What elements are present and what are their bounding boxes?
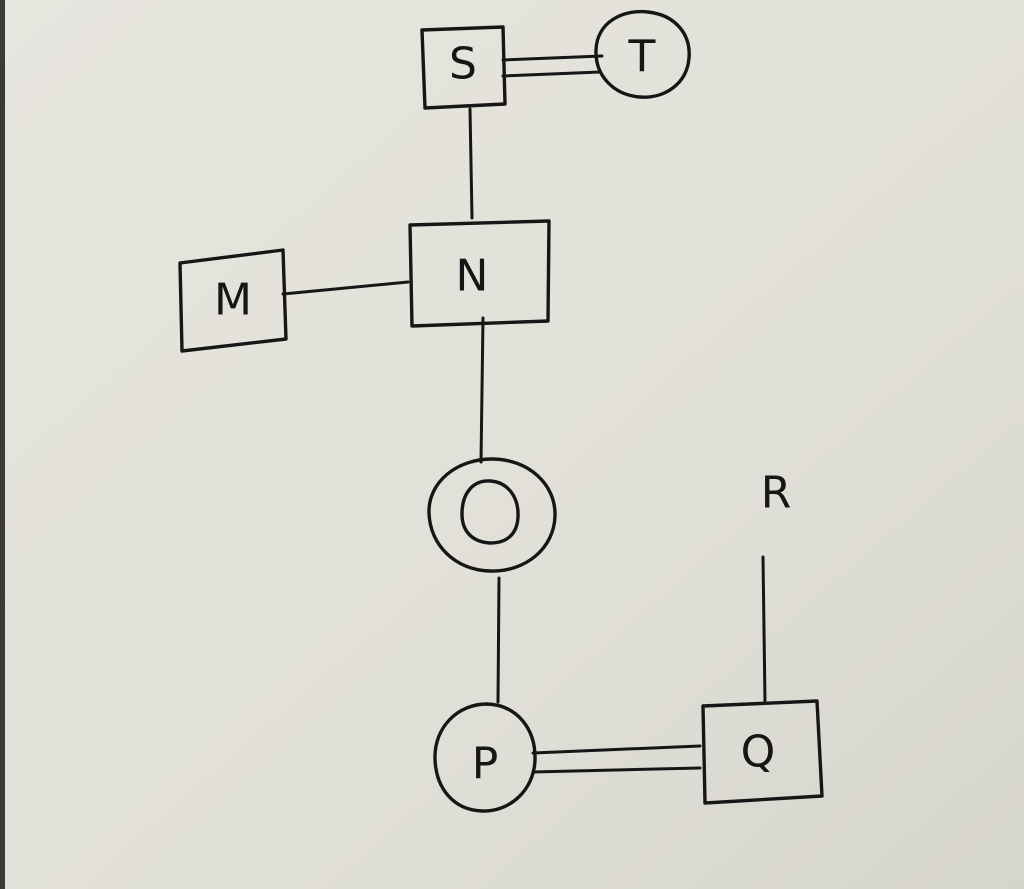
node-n: N (408, 219, 551, 328)
node-s-label: S (449, 39, 477, 90)
node-p-label: P (472, 739, 499, 790)
paper-edge-shadow (0, 0, 5, 889)
node-t-label: T (628, 32, 656, 83)
edge-n-o (479, 316, 485, 464)
node-o: O (427, 457, 557, 573)
edge-o-p (496, 576, 501, 704)
node-q-label: Q (741, 727, 776, 778)
edges (281, 54, 767, 774)
node-m: M (178, 248, 288, 353)
node-r: R (761, 468, 792, 519)
node-q: Q (701, 699, 824, 805)
node-t: T (594, 9, 691, 99)
node-p: P (433, 702, 537, 813)
edge-s-t (501, 54, 604, 78)
node-s: S (420, 25, 507, 110)
node-m-label: M (214, 275, 252, 326)
edge-r-q (761, 555, 767, 704)
edge-p-q (531, 744, 702, 774)
edge-s-n (468, 107, 474, 220)
node-n-label: N (456, 251, 489, 302)
node-r-label: R (761, 468, 792, 519)
edge-m-n (281, 280, 410, 296)
